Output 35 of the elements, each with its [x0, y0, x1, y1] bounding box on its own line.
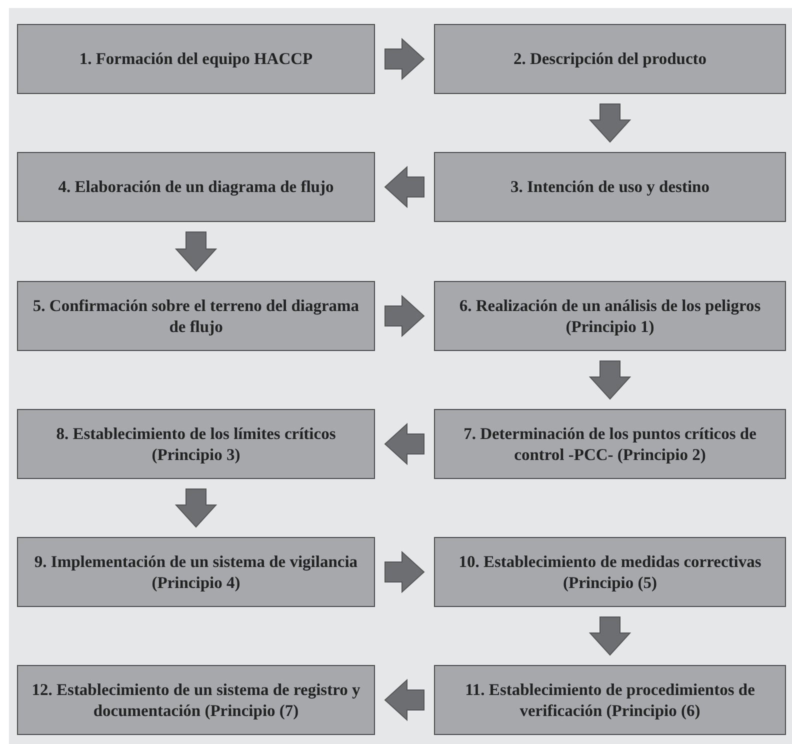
process-box — [17, 409, 375, 479]
step-text: 9. Implementación de un sistema de vigilancia (Principio 4) — [33, 550, 359, 594]
step-text: 7. Determinación de los puntos críticos de control -PCC- (Principio 2) — [462, 422, 758, 466]
step-text: 3. Intención de uso y destino — [510, 176, 710, 198]
process-box — [17, 665, 375, 735]
process-box — [434, 24, 786, 94]
step-text: 1. Formación del equipo HACCP — [79, 48, 313, 70]
step-text: 4. Elaboración de un diagrama de flujo — [58, 176, 334, 198]
block-arrow — [588, 360, 632, 400]
process-box — [17, 537, 375, 607]
process-box — [434, 281, 786, 351]
step-text: 2. Descripción del producto — [513, 48, 707, 70]
block-arrow — [384, 422, 424, 466]
process-box — [17, 152, 375, 222]
step-text: 6. Realización de un análisis de los peligros (Principio 1) — [458, 294, 762, 338]
block-arrow — [384, 294, 425, 338]
block-arrow — [384, 166, 424, 208]
step-text: 5. Confirmación sobre el terreno del diagrama de flujo — [32, 294, 360, 338]
block-arrow — [588, 616, 632, 656]
block-arrow — [384, 678, 424, 722]
block-arrow — [174, 232, 218, 272]
step-text: 12. Establecimiento de un sistema de registro y documentación (Principio (7) — [30, 678, 362, 722]
process-box — [434, 409, 786, 479]
process-box — [434, 152, 786, 222]
block-arrow — [174, 488, 218, 528]
process-box — [17, 281, 375, 351]
step-text: 8. Establecimiento de los límites críticos (Principio 3) — [55, 422, 337, 466]
block-arrow — [384, 38, 425, 80]
process-box — [434, 665, 786, 735]
step-text: 11. Establecimiento de procedimientos de verificación (Principio (6) — [464, 678, 756, 722]
step-text: 10. Establecimiento de medidas correctivas (Principio (5) — [458, 550, 762, 594]
block-arrow — [588, 104, 632, 143]
process-box — [17, 24, 375, 94]
process-box — [434, 537, 786, 607]
block-arrow — [384, 550, 425, 594]
